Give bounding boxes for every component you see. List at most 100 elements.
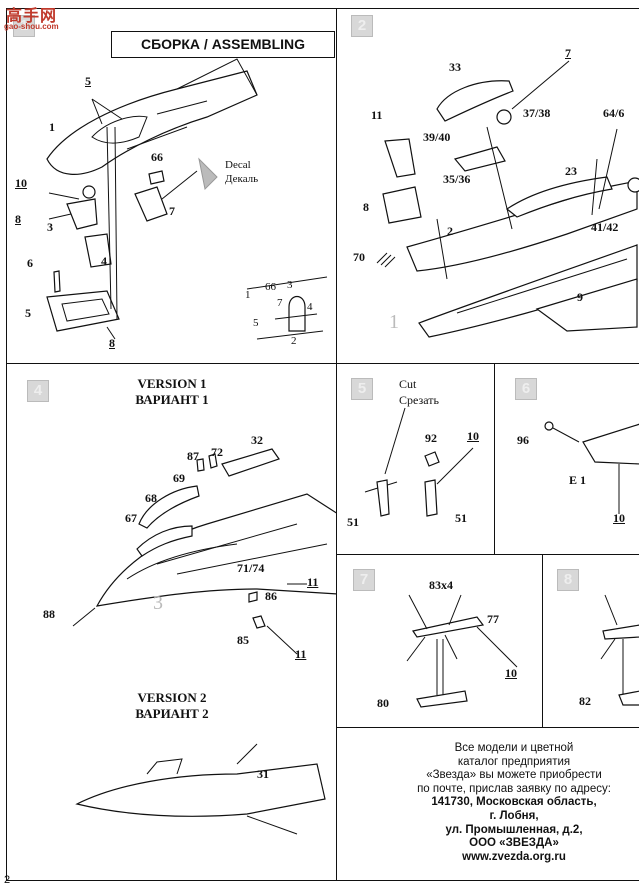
- website-link[interactable]: www.zvezda.org.ru: [462, 850, 566, 863]
- label-87: 87: [187, 449, 199, 463]
- step-5-panel: 5 Cut Срезать 92 10 51 51: [336, 363, 495, 555]
- label-51b: 51: [455, 511, 467, 525]
- label-11: 11: [371, 108, 383, 122]
- label-71-74: 71/74: [237, 561, 265, 575]
- label-32: 32: [251, 433, 263, 447]
- version-1-heading: VERSION 1 ВАРИАНТ 1: [117, 376, 227, 408]
- inset-label-3: 3: [287, 279, 293, 291]
- label-11a: 11: [307, 575, 319, 589]
- missile-drawing: [406, 594, 518, 708]
- label-1: 1: [49, 120, 55, 134]
- label-39-40: 39/40: [423, 130, 451, 144]
- info-line-5: 141730, Московская область,: [431, 796, 597, 809]
- cut-en-label: Cut: [399, 377, 417, 391]
- info-line-8: ООО «ЗВЕЗДА»: [469, 837, 559, 850]
- label-80: 80: [377, 696, 389, 710]
- info-line-4: по почте, прислав заявку по адресу:: [417, 782, 611, 795]
- version-1-ru: ВАРИАНТ 1: [135, 392, 209, 407]
- label-92: 92: [425, 431, 437, 445]
- label-31: 31: [257, 767, 269, 781]
- label-77: 77: [487, 612, 499, 626]
- fuselage-assembly-drawing: [376, 60, 639, 338]
- label-69: 69: [173, 471, 185, 485]
- step-8-panel: 8 82: [542, 554, 639, 728]
- version-1-en: VERSION 1: [137, 376, 207, 391]
- ghost-label-1: 1: [389, 311, 399, 333]
- label-51a: 51: [347, 515, 359, 529]
- catalog-info-panel: [336, 727, 639, 881]
- label-7: 7: [565, 46, 571, 60]
- label-86: 86: [265, 589, 277, 603]
- step-number: 8: [557, 569, 579, 591]
- ghost-label-3: 3: [153, 592, 163, 614]
- step-number: 5: [351, 378, 373, 400]
- label-5b: 5: [25, 306, 31, 320]
- nose-canopy-drawing: [72, 448, 336, 835]
- step-1-panel: 1 СБОРКА / ASSEMBLING 5 1 66: [6, 8, 337, 364]
- label-10: 10: [15, 176, 27, 190]
- label-4: 4: [101, 254, 107, 268]
- info-line-2: каталог предприятия: [457, 755, 571, 768]
- inset-label-1: 1: [245, 289, 251, 301]
- label-9: 9: [577, 290, 583, 304]
- cut-ru-label: Срезать: [399, 393, 439, 407]
- page-title: СБОРКА / ASSEMBLING: [111, 31, 335, 58]
- gear-bay-drawing: [544, 421, 639, 514]
- label-8b: 8: [109, 336, 115, 350]
- step-number: 4: [27, 380, 49, 402]
- label-82: 82: [579, 694, 591, 708]
- step-number: 1: [13, 15, 35, 37]
- catalog-info-text: Все модели и цветной каталог предприятия…: [388, 742, 639, 864]
- label-37-38: 37/38: [523, 106, 551, 120]
- label-23: 23: [565, 164, 577, 178]
- watermark-logo: 高手网 gao-shou.com: [2, 2, 70, 36]
- label-8: 8: [15, 212, 21, 226]
- step-number: 2: [351, 15, 373, 37]
- info-line-3: «Звезда» вы можете приобрести: [426, 769, 602, 782]
- info-line-6: г. Лобня,: [489, 809, 539, 822]
- step-number: 6: [515, 378, 537, 400]
- page-number: 2: [4, 874, 11, 886]
- label-68: 68: [145, 491, 157, 505]
- inset-label-2: 2: [291, 335, 297, 347]
- label-35-36: 35/36: [443, 172, 471, 186]
- label-67: 67: [125, 511, 137, 525]
- label-11b: 11: [295, 647, 307, 661]
- inset-label-4: 4: [307, 301, 313, 313]
- decal-ru-label: Декаль: [225, 173, 259, 185]
- inset-label-7: 7: [277, 297, 283, 309]
- version-2-heading: VERSION 2 ВАРИАНТ 2: [117, 690, 227, 722]
- label-66: 66: [151, 150, 163, 164]
- info-line-7: ул. Промышленная, д.2,: [445, 823, 583, 836]
- label-41-42: 41/42: [591, 220, 619, 234]
- label-88: 88: [43, 607, 55, 621]
- step-2-panel: 2 33 7 37/38 64/6 11 39/40 35/36 23 8 2 …: [336, 8, 639, 364]
- label-64-6: 64/6: [603, 106, 625, 120]
- strut-drawing: [364, 407, 474, 517]
- watermark-line-2: gao-shou.com: [4, 22, 59, 31]
- step-4-panel: 4 VERSION 1 ВАРИАНТ 1 87 72 32 69 68 67 …: [6, 363, 337, 881]
- step-number: 7: [353, 569, 375, 591]
- label-72: 72: [211, 445, 223, 459]
- label-5: 5: [85, 74, 91, 88]
- step-7-panel: 7 83x4 77 10 80: [336, 554, 543, 728]
- watermark-line-1: 高手网: [6, 6, 58, 25]
- version-2-ru: ВАРИАНТ 2: [135, 706, 209, 721]
- inset-label-66: 66: [265, 281, 276, 293]
- label-8: 8: [363, 200, 369, 214]
- decal-en-label: Decal: [225, 159, 251, 171]
- label-83x4: 83x4: [429, 578, 453, 592]
- label-7: 7: [169, 204, 175, 218]
- label-96: 96: [517, 433, 529, 447]
- label-70: 70: [353, 250, 365, 264]
- label-10: 10: [613, 511, 625, 525]
- inset-label-5: 5: [253, 317, 259, 329]
- cockpit-assembly-drawing: [46, 58, 328, 340]
- label-2: 2: [447, 224, 453, 238]
- label-6: 6: [27, 256, 33, 270]
- label-e1: E 1: [569, 473, 587, 487]
- label-3: 3: [47, 220, 53, 234]
- missile-2-drawing: [600, 594, 639, 706]
- version-2-en: VERSION 2: [137, 690, 207, 705]
